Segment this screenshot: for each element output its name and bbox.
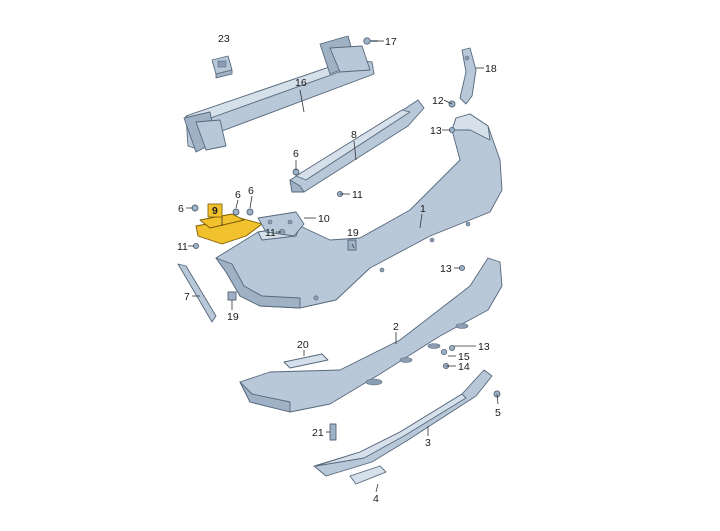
callout-4: 4 bbox=[373, 493, 379, 505]
part-21-clip bbox=[329, 423, 337, 441]
callout-12: 12 bbox=[432, 95, 444, 107]
callout-15: 15 bbox=[458, 351, 470, 363]
callout-2: 2 bbox=[393, 321, 399, 333]
callout-9: 9 bbox=[212, 205, 218, 217]
part-4-reflector bbox=[349, 465, 387, 485]
callout-19-b: 19 bbox=[227, 311, 239, 323]
callout-19-a: 19 bbox=[347, 227, 359, 239]
callout-23: 23 bbox=[218, 33, 230, 45]
callout-3: 3 bbox=[425, 437, 431, 449]
callout-1: 1 bbox=[420, 203, 426, 215]
callout-13-top: 13 bbox=[430, 125, 442, 137]
callout-7: 7 bbox=[184, 291, 190, 303]
part-10-bracket bbox=[257, 211, 305, 237]
part-1-bumper-cover bbox=[215, 113, 503, 309]
callout-17: 17 bbox=[385, 36, 397, 48]
part-17-bolt bbox=[363, 37, 378, 45]
callout-13-low: 13 bbox=[478, 341, 490, 353]
callout-16: 16 bbox=[295, 77, 307, 89]
part-20-reflector bbox=[283, 353, 329, 369]
callout-6-a: 6 bbox=[293, 148, 299, 160]
part-16-impact-beam bbox=[183, 35, 375, 153]
callout-labels: 23 17 18 16 12 13 8 6 11 1 6 6 6 9 10 11… bbox=[177, 33, 501, 505]
callout-14: 14 bbox=[458, 361, 470, 373]
part-3-trim-strip bbox=[313, 369, 493, 477]
callout-20: 20 bbox=[297, 339, 309, 351]
callout-8: 8 bbox=[351, 129, 357, 141]
part-8-guide bbox=[289, 99, 425, 193]
callout-11-a: 11 bbox=[352, 189, 363, 201]
callout-6-c: 6 bbox=[235, 189, 241, 201]
part-18-trim bbox=[459, 47, 477, 105]
leader-lines bbox=[186, 40, 499, 493]
callout-21: 21 bbox=[312, 427, 324, 439]
callout-11-b: 11 bbox=[265, 227, 276, 239]
callout-18: 18 bbox=[485, 63, 497, 75]
callout-6-b: 6 bbox=[178, 203, 184, 215]
part-7-trim bbox=[177, 263, 217, 323]
callout-10: 10 bbox=[318, 213, 330, 225]
callout-13-mid: 13 bbox=[440, 263, 452, 275]
callout-5: 5 bbox=[495, 407, 501, 419]
part-23-grommet bbox=[211, 55, 233, 79]
part-2-diffuser bbox=[239, 257, 503, 413]
callout-6-d: 6 bbox=[248, 185, 254, 197]
callout-11-c: 11 bbox=[177, 241, 188, 253]
callout-9-box bbox=[207, 203, 223, 218]
